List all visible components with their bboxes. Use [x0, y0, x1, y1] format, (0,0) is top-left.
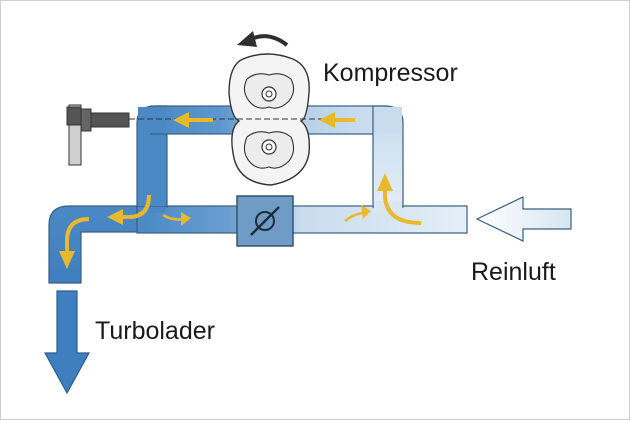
compressor — [228, 31, 311, 186]
compressor-label: Kompressor — [323, 59, 458, 87]
throttle-valve-icon — [255, 211, 275, 231]
flow-arrow-icon — [377, 173, 422, 225]
flow-arrows — [59, 112, 422, 269]
turbocharger-label: Turbolader — [95, 317, 215, 345]
flow-arrow-icon — [319, 112, 355, 128]
intake-arrow-icon — [475, 196, 572, 242]
flow-arrow-icon — [59, 217, 90, 269]
shaft-sleeve — [88, 112, 130, 128]
throttle-valve — [236, 195, 294, 247]
flow-arrow-icon — [162, 212, 191, 226]
rotation-arrow-icon — [250, 34, 289, 47]
drive-linkage — [66, 104, 331, 166]
bypass-duct — [136, 205, 468, 234]
clean-air-label: Reinluft — [471, 258, 556, 286]
flow-arrow-icon — [344, 205, 371, 223]
output-arrow-icon — [43, 290, 91, 395]
flow-arrow-icon — [173, 112, 213, 128]
flow-arrow-icon — [107, 194, 151, 225]
